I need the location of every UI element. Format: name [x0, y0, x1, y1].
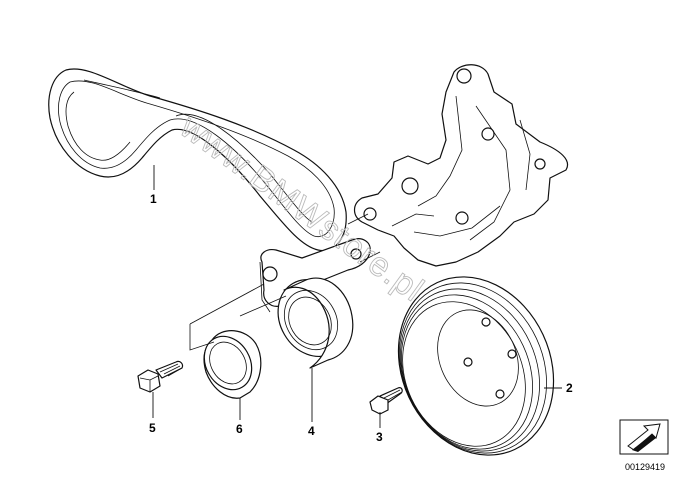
belt-pulley[interactable]	[370, 251, 582, 480]
callout-6[interactable]: 6	[236, 422, 243, 436]
callout-2[interactable]: 2	[566, 381, 573, 395]
tensioner-cap[interactable]	[195, 328, 262, 399]
arrow-box-icon	[619, 419, 669, 455]
drive-belt[interactable]	[48, 68, 347, 252]
document-number: 00129419	[625, 462, 665, 472]
callout-1[interactable]: 1	[150, 192, 157, 206]
small-bolt[interactable]	[369, 387, 403, 415]
alignment-lines	[189, 213, 381, 351]
callout-4[interactable]: 4	[308, 424, 315, 438]
belt-tensioner[interactable]	[259, 238, 371, 369]
callout-3[interactable]: 3	[376, 430, 383, 444]
leader-lines	[152, 165, 562, 428]
mounting-bracket[interactable]	[353, 64, 569, 267]
hex-bolt[interactable]	[137, 360, 184, 393]
callout-5[interactable]: 5	[149, 421, 156, 435]
